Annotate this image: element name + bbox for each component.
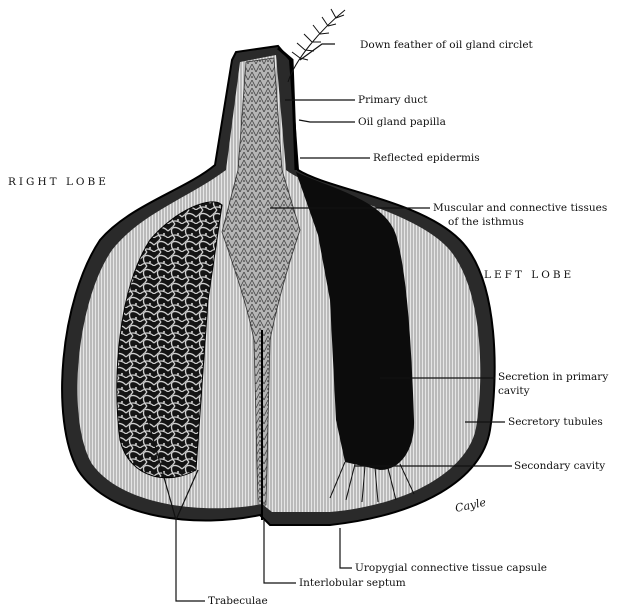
feather-icon: [287, 8, 346, 83]
label-capsule: Uropygial connective tissue capsule: [355, 562, 547, 574]
artist-signature: Cayle: [454, 496, 488, 515]
label-muscular-line2: of the isthmus: [448, 216, 524, 228]
label-secretion-line1: Secretion in primary: [498, 371, 608, 383]
label-secondary-cavity: Secondary cavity: [514, 460, 605, 472]
leader-lines: [144, 43, 512, 602]
isthmus-tissue: [221, 57, 301, 506]
left-lobe-primary-cavity: [296, 172, 415, 470]
right-lobe-cavity: [116, 201, 223, 479]
label-primary-duct: Primary duct: [358, 94, 428, 106]
label-reflected-epidermis: Reflected epidermis: [373, 152, 480, 164]
label-right-lobe: RIGHT LOBE: [8, 176, 109, 188]
label-left-lobe: LEFT LOBE: [484, 269, 574, 281]
label-trabeculae: Trabeculae: [208, 595, 268, 607]
label-secretion-line2: cavity: [498, 385, 530, 397]
label-septum: Interlobular septum: [299, 577, 406, 589]
label-down-feather: Down feather of oil gland circlet: [360, 39, 534, 51]
label-oil-gland-papilla: Oil gland papilla: [358, 116, 446, 128]
secondary-cavity-lines: [329, 461, 415, 503]
label-muscular-line1: Muscular and connective tissues: [433, 202, 607, 214]
primary-duct: [277, 46, 298, 171]
label-secretory-tubules: Secretory tubules: [508, 416, 603, 428]
